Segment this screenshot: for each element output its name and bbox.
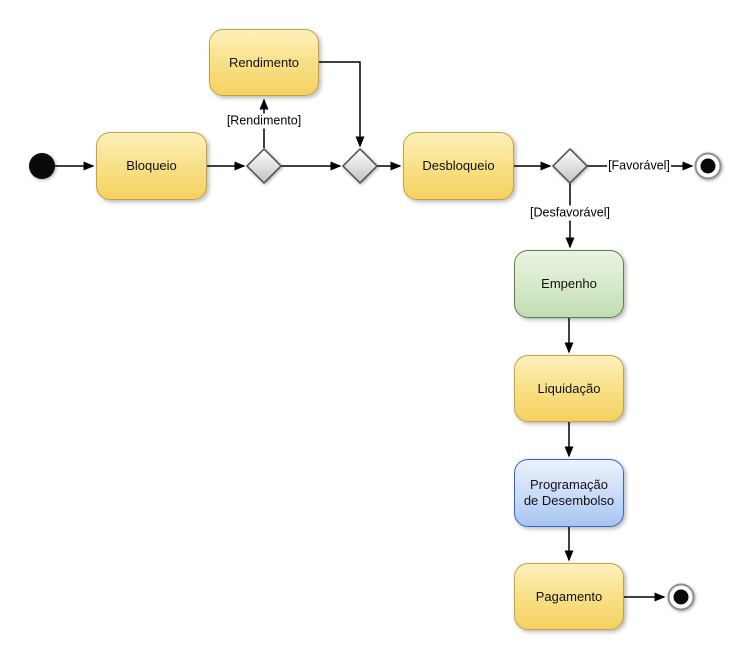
action-node-rendimento: Rendimento <box>209 29 319 96</box>
action-node-desbloqueio: Desbloqueio <box>403 132 514 200</box>
action-node-pagamento: Pagamento <box>514 563 624 630</box>
merge1-diamond <box>341 147 379 185</box>
action-node-liquidacao: Liquidação <box>514 355 624 422</box>
decision2-diamond <box>551 147 589 185</box>
edge-rendimento-to-merge1 <box>319 61 365 148</box>
action-node-programacao-desembolso: Programação de Desembolso <box>514 459 624 527</box>
edge-label-desfavoravel: [Desfavorável] <box>529 205 611 221</box>
edge-label-rendimento: [Rendimento] <box>225 113 303 129</box>
action-label-bloqueio: Bloqueio <box>126 158 177 173</box>
action-label-empenho: Empenho <box>541 276 597 291</box>
action-node-empenho: Empenho <box>514 250 624 318</box>
action-node-bloqueio: Bloqueio <box>96 132 207 200</box>
action-label-rendimento: Rendimento <box>228 54 300 70</box>
final-node-favoravel <box>694 152 722 180</box>
action-label-desbloqueio: Desbloqueio <box>422 158 495 173</box>
edge-label-favoravel: [Favorável] <box>607 158 671 174</box>
initial-node <box>29 153 55 179</box>
decision1-diamond <box>245 147 283 185</box>
action-label-pagamento: Pagamento <box>535 588 603 604</box>
action-label-programacao-desembolso: Programação de Desembolso <box>523 477 615 508</box>
final-node-pagamento <box>667 583 695 611</box>
action-label-liquidacao: Liquidação <box>537 380 601 396</box>
